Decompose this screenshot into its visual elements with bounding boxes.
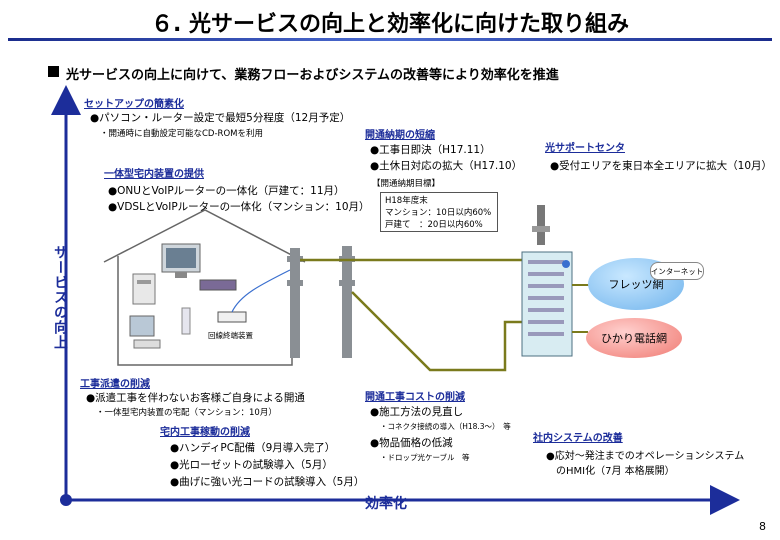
lead-time-item-1: ●工事日即決（H17.11）: [370, 144, 491, 156]
internal-item-2: のHMI化（7月 本格展開）: [546, 466, 675, 477]
axis-origin: [60, 494, 72, 506]
settop-box-icon: [199, 279, 237, 291]
page-number: 8: [759, 520, 766, 533]
subtitle: 光サービスの向上に向けて、業務フローおよびシステムの改善等により効率化を推進: [66, 68, 559, 83]
title-rule: [8, 38, 772, 41]
fiber-cable-2: [351, 291, 530, 372]
subtitle-bullet-icon: [48, 66, 59, 77]
indoor-item-1: ●ハンディPC配備（9月導入完了）: [170, 442, 336, 454]
cost-item-1: ●施工方法の見直し: [370, 406, 464, 418]
target-line-2: マンション：10日以内60%: [385, 208, 492, 218]
target-line-3: 戸建て ：20日以内60%: [385, 220, 483, 230]
indoor-item-3: ●曲げに強い光コードの試験導入（5月）: [170, 476, 365, 488]
device-label: 回線終端装置: [208, 331, 253, 340]
integrated-item-2: ●VDSLとVoIPルーターの一体化（マンション：10月）: [108, 201, 370, 213]
dispatch-note: ・一体型宅内装置の宅配（マンション：10月）: [96, 408, 277, 418]
router-icon: [181, 307, 191, 335]
indoor-heading: 宅内工事稼動の削減: [160, 427, 250, 438]
central-office-icon: [521, 205, 573, 357]
dispatch-heading: 工事派遣の削減: [80, 379, 150, 390]
lead-time-item-2: ●土休日対応の拡大（H17.10）: [370, 160, 523, 172]
lead-time-heading: 開通納期の短縮: [365, 130, 435, 141]
onu-device-icon: [217, 311, 247, 323]
indoor-item-2: ●光ローゼットの試験導入（5月）: [170, 459, 333, 471]
lead-time-target-label: 【開通納期目標】: [372, 179, 441, 189]
integrated-item-1: ●ONUとVoIPルーターの一体化（戸建て：11月）: [108, 185, 345, 197]
hikari-phone-network-bubble: ひかり電話網: [586, 318, 682, 358]
integrated-heading: 一体型宅内装置の提供: [104, 169, 204, 180]
pc-icon: [129, 315, 161, 349]
dispatch-item: ●派遣工事を伴わないお客様ご自身による開通: [86, 392, 305, 404]
support-heading: 光サポートセンタ: [545, 143, 625, 154]
cost-note-2: ・ドロップ光ケーブル 等: [380, 453, 470, 462]
lead-time-target-box: H18年度末 マンション：10日以内60% 戸建て ：20日以内60%: [380, 192, 498, 232]
tv-icon: [161, 243, 201, 278]
target-line-1: H18年度末: [385, 196, 428, 206]
internet-badge: インターネット: [650, 262, 704, 280]
cost-item-2: ●物品価格の低減: [370, 437, 453, 449]
phone-icon: [132, 273, 156, 305]
hikari-phone-network-label: ひかり電話網: [601, 332, 667, 345]
setup-item: ●パソコン・ルーター設定で最短5分程度（12月予定）: [90, 112, 351, 124]
x-axis-label: 効率化: [365, 496, 407, 512]
page-title: ６. 光サービスの向上と効率化に向けた取り組み: [150, 12, 630, 37]
setup-note: ・開通時に自動設定可能なCD-ROMを利用: [100, 129, 263, 139]
utility-pole-2: [339, 246, 355, 358]
internal-heading: 社内システムの改善: [533, 433, 623, 444]
y-axis-label: サービスの向上: [52, 245, 68, 350]
support-item: ●受付エリアを東日本全エリアに拡大（10月）: [550, 160, 773, 172]
utility-pole-1: [287, 248, 303, 358]
flets-network-label: フレッツ網: [608, 278, 664, 291]
cost-note-1: ・コネクタ接続の導入（H18.3～） 等: [380, 422, 511, 431]
internal-item-1: ●応対～発注までのオペレーションシステム: [546, 451, 745, 462]
flets-network-bubble: フレッツ網: [588, 258, 684, 310]
setup-heading: セットアップの簡素化: [84, 99, 184, 110]
cost-heading: 開通工事コストの削減: [365, 392, 465, 403]
